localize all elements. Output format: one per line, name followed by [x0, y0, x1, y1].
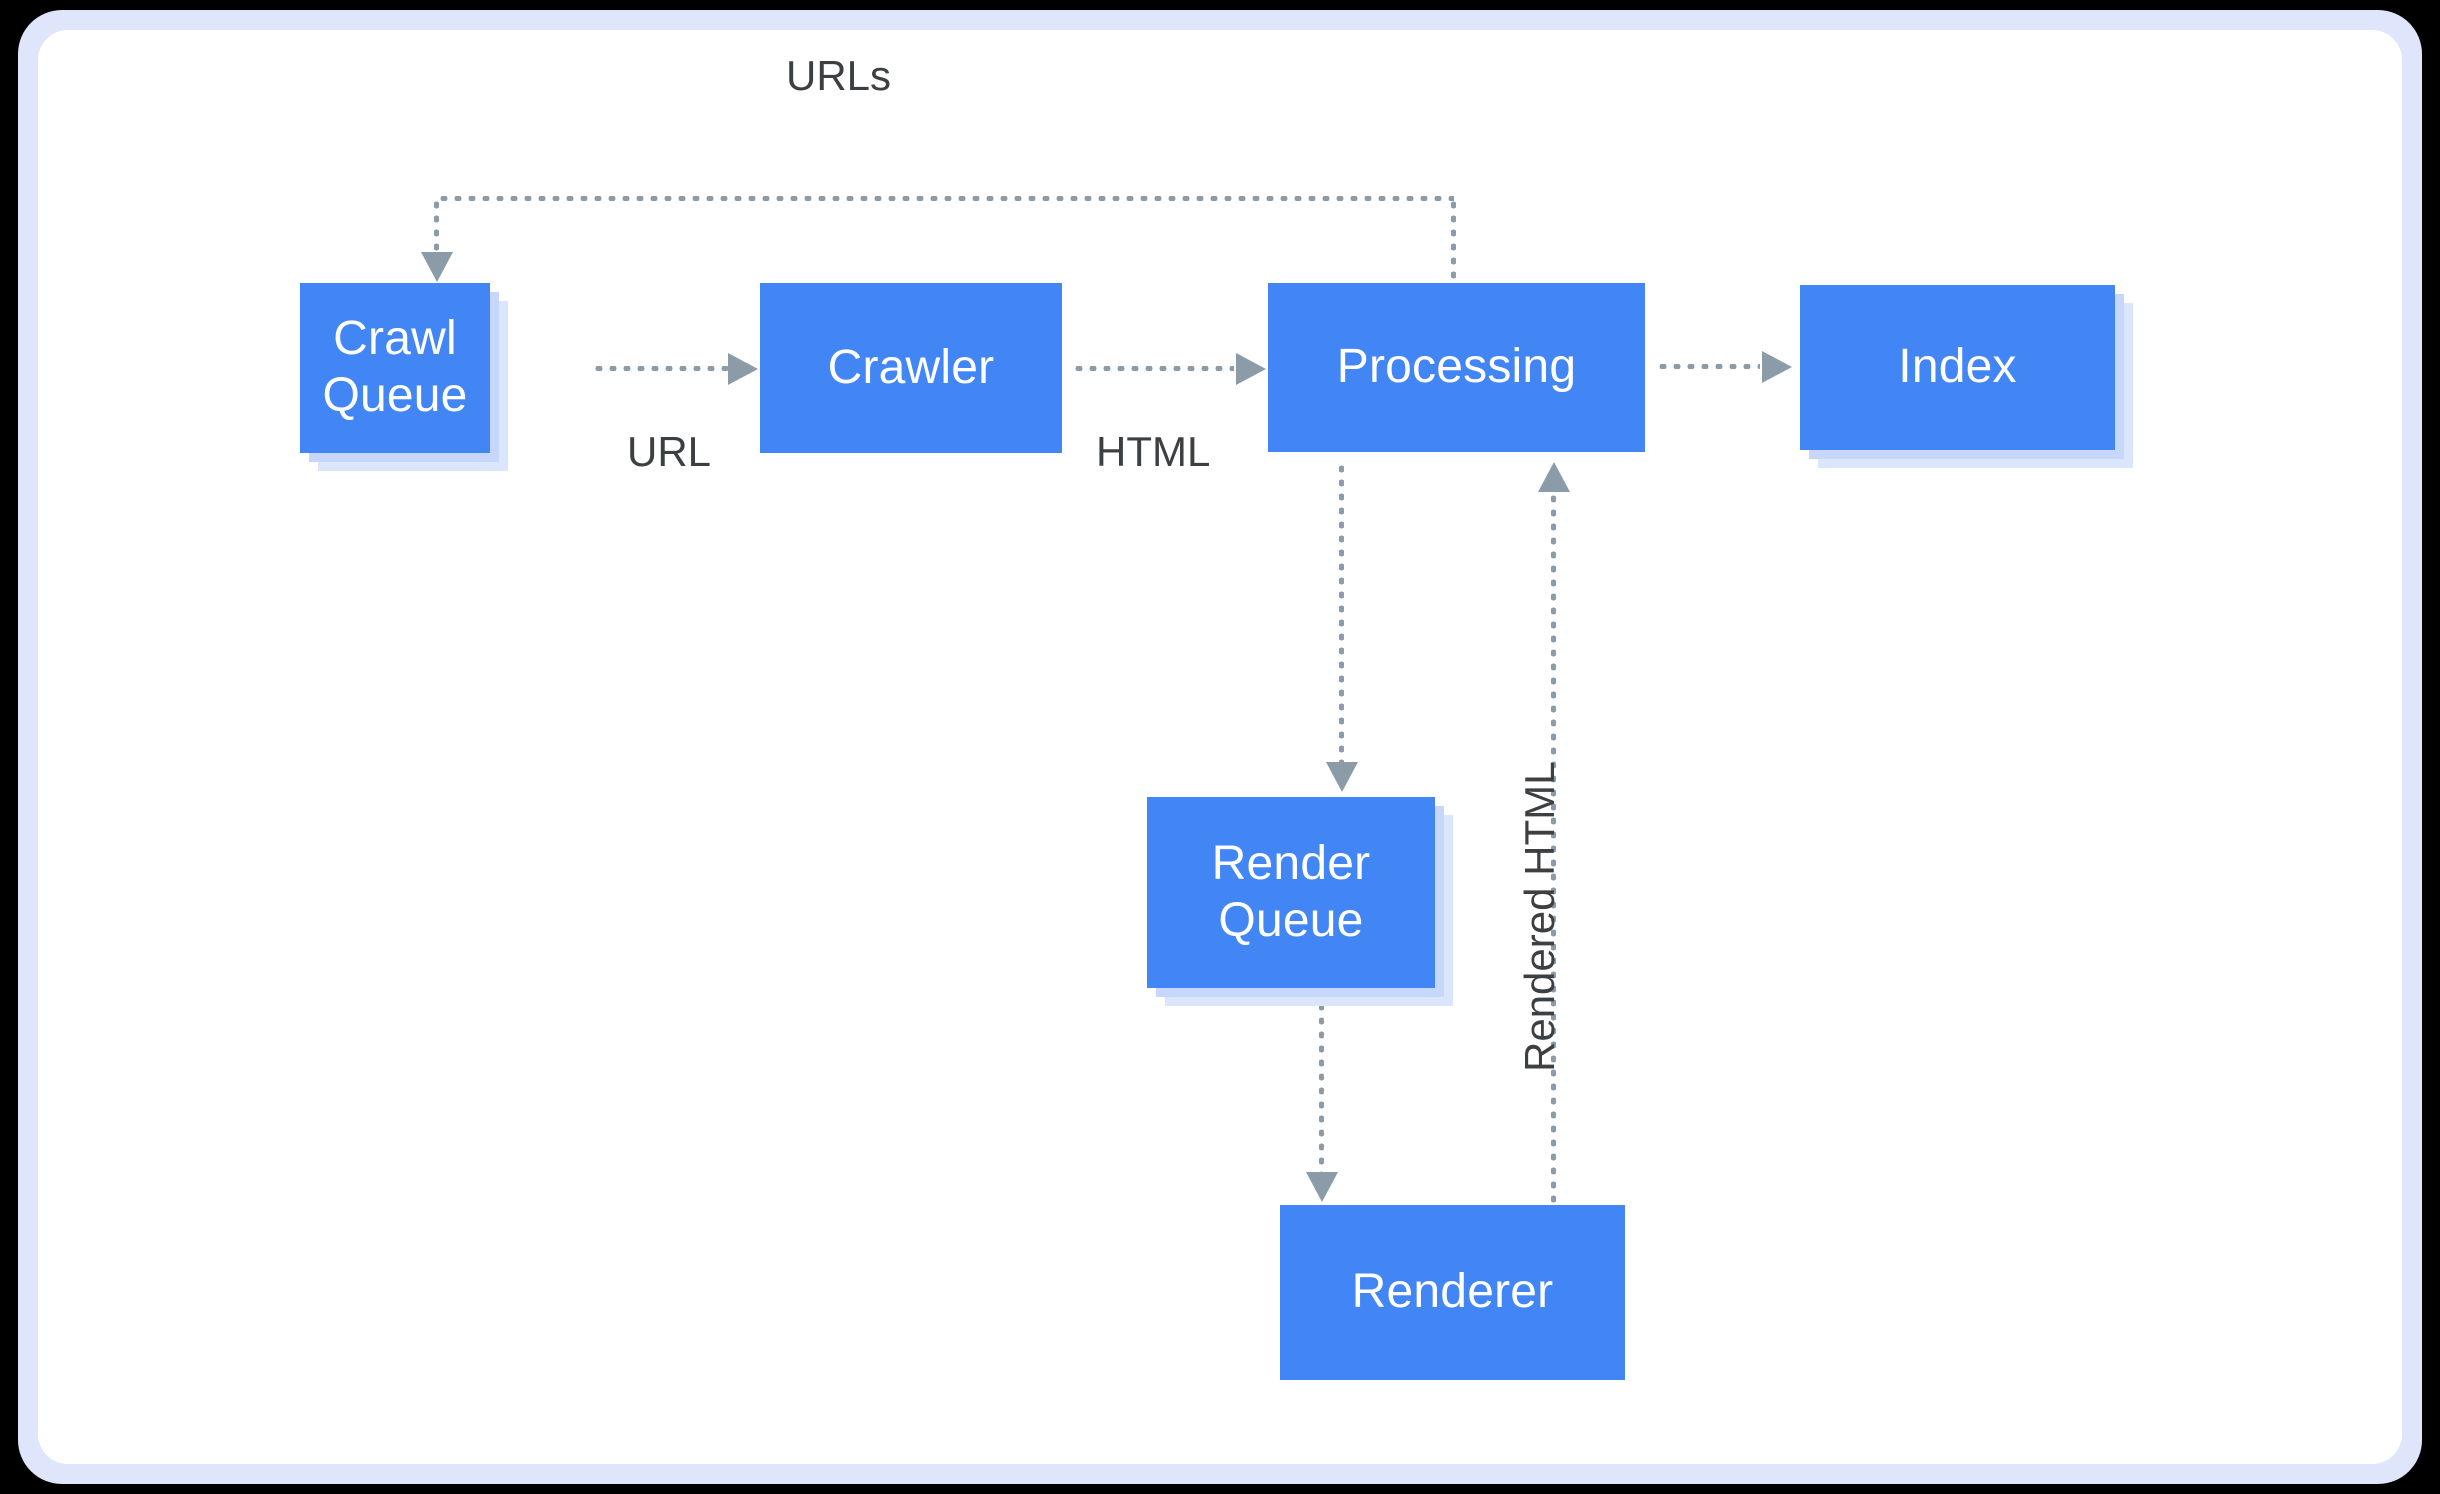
edge-label-url: URL — [627, 428, 712, 475]
edge-url-line — [592, 366, 730, 371]
edge-urls-segment-up — [1451, 198, 1456, 286]
node-processing[interactable]: Processing — [1268, 283, 1645, 452]
edge-label-urls: URLs — [786, 52, 892, 99]
edge-rendered-html-arrowhead — [1538, 462, 1570, 492]
edge-renderer-line — [1319, 1000, 1324, 1172]
node-crawl-queue[interactable]: Crawl Queue — [300, 283, 490, 453]
edge-html-arrowhead — [1236, 353, 1266, 385]
edge-render-queue-arrowhead — [1326, 762, 1358, 792]
edge-rendered-html-line — [1551, 492, 1556, 1210]
edge-render-queue-line — [1339, 462, 1344, 762]
edge-index-arrowhead — [1762, 351, 1792, 383]
edge-label-html: HTML — [1096, 428, 1211, 475]
edge-html-line — [1072, 366, 1234, 371]
edge-urls-arrowhead — [421, 252, 453, 282]
edge-label-rendered-html: Rendered HTML — [1516, 761, 1563, 1072]
edge-urls-segment-down — [434, 198, 439, 256]
node-crawler[interactable]: Crawler — [760, 283, 1062, 453]
edge-index-line — [1656, 364, 1760, 369]
node-renderer[interactable]: Renderer — [1280, 1205, 1625, 1380]
node-index[interactable]: Index — [1800, 285, 2115, 450]
edge-urls-segment-left — [437, 196, 1454, 201]
edge-renderer-arrowhead — [1306, 1172, 1338, 1202]
node-render-queue[interactable]: Render Queue — [1147, 797, 1435, 988]
edge-url-arrowhead — [728, 353, 758, 385]
